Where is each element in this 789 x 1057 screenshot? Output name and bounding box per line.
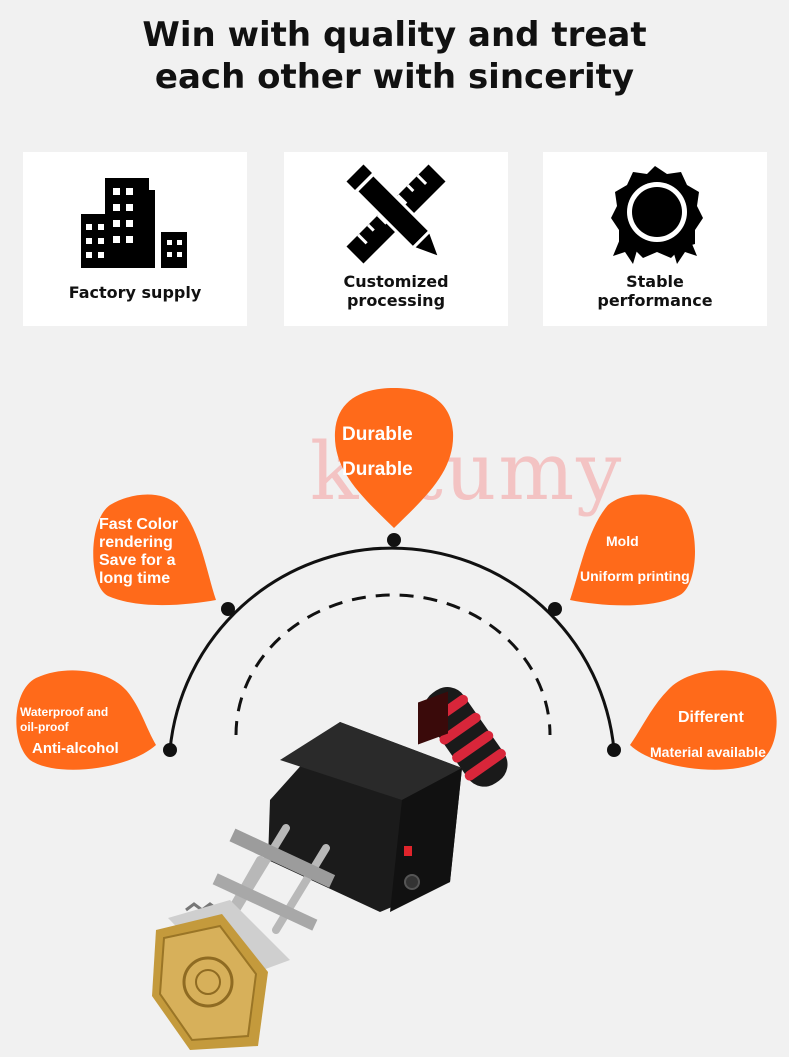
bubble-top-line-1: Durable [342,424,413,445]
bubble-upper-right [570,494,695,606]
bubble-lower-right-line-1: Different [678,709,744,726]
bubble-lower-left-text: Waterproof and oil-proof Anti-alcohol [20,705,119,756]
feature-label-customized-line-1: Customized [343,272,449,291]
bubble-upper-left-text: Fast Color rendering Save for a long tim… [99,516,178,588]
award-badge-icon [611,166,703,264]
bubble-lower-right-line-2: Material available [650,744,766,760]
bubble-top [334,388,454,528]
bubble-upper-left [93,494,216,606]
bubble-lower-left-line-2: oil-proof [20,720,69,734]
title-line-2: each other with sincerity [154,57,635,97]
bubble-upper-left-line-1: Fast Color [99,516,179,533]
bubble-lower-right-text: Different Material available [650,700,766,770]
feature-label-stable: Stable performance [543,272,767,310]
feature-card-factory: Factory supply [23,152,247,326]
bubble-upper-right-line-1: Mold [606,533,639,549]
bubble-lower-left [16,670,157,770]
dot-lower-right [607,743,621,757]
feature-label-customized: Customized processing [284,272,508,310]
feature-label-stable-line-2: performance [597,291,713,310]
feature-label-customized-line-2: processing [346,291,446,310]
bubble-top-text: Durable Durable [342,417,413,487]
dot-upper-right [548,602,562,616]
bubble-lower-left-line-1: Waterproof and [20,705,109,719]
bubble-upper-right-text: Mold Uniform printing [580,524,690,594]
bubble-lower-left-line-3: Anti-alcohol [32,740,119,757]
feature-label-factory: Factory supply [68,283,202,302]
page-title: Win with quality and treat each other wi… [0,14,789,98]
bubble-lower-right [630,670,777,770]
feature-label-stable-line-1: Stable [626,272,684,291]
bubble-upper-left-line-3: Save for a [99,552,176,569]
feature-card-customized: Customized processing [284,152,508,326]
feature-card-stable: Stable performance [543,152,767,326]
dot-lower-left [163,743,177,757]
bubble-upper-left-line-4: long time [99,570,171,587]
dot-top [387,533,401,547]
bubble-top-line-2: Durable [342,459,413,480]
building-icon [81,178,187,268]
branding-iron-device-image [152,687,508,1050]
dot-upper-left [221,602,235,616]
title-line-1: Win with quality and treat [142,15,647,55]
outer-arc [168,546,616,751]
bubble-upper-right-line-2: Uniform printing [580,568,690,584]
bubble-upper-left-line-2: rendering [99,534,173,551]
pencil-ruler-icon [346,164,446,264]
